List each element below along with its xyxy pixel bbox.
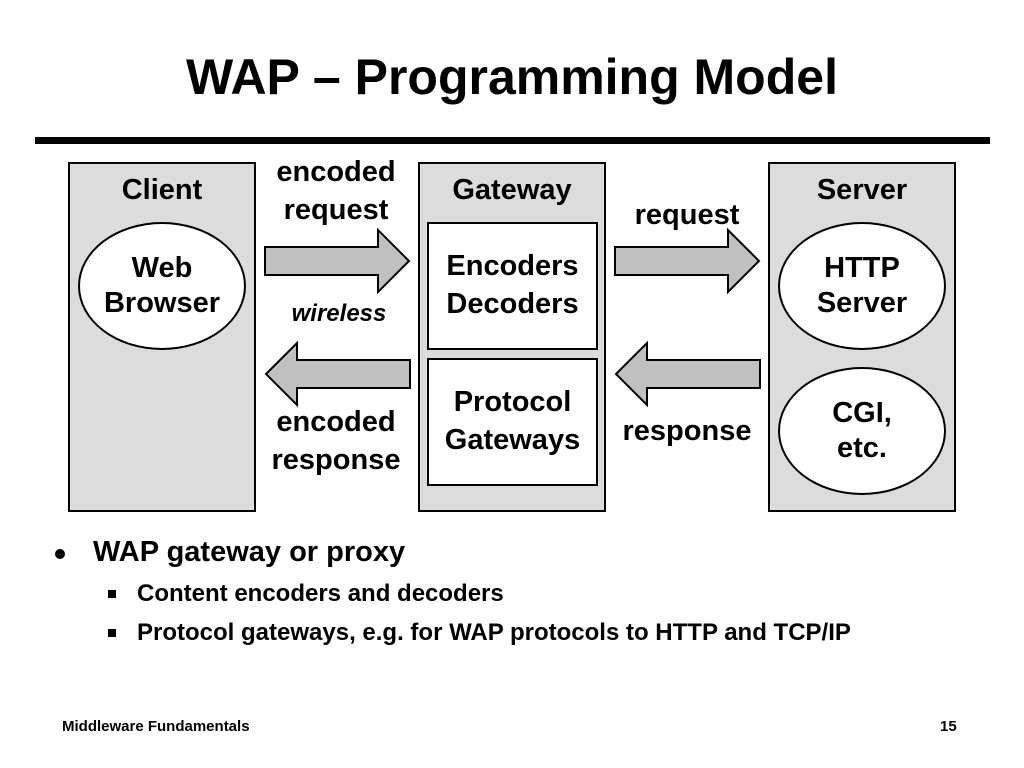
- request-arrow: [614, 227, 761, 295]
- gateway-title: Gateway: [452, 174, 572, 206]
- bullet-dot-icon: [55, 549, 65, 559]
- bullet-main-text: WAP gateway or proxy: [93, 536, 406, 568]
- encoded-request-label: encoded request: [250, 154, 422, 229]
- client-title: Client: [121, 174, 203, 206]
- protocol-line: Protocol: [453, 386, 572, 419]
- request-label: request: [634, 199, 740, 231]
- bullet-main: WAP gateway or proxy: [55, 535, 955, 570]
- bullet-square-icon: [108, 589, 116, 598]
- server-line: Server: [816, 287, 908, 319]
- wireless-label: wireless: [291, 300, 387, 327]
- bullet-sub-2: Protocol gateways, e.g. for WAP protocol…: [55, 617, 857, 648]
- response-arrow: [614, 340, 761, 408]
- response-label: response: [622, 415, 752, 447]
- encoded-response-arrow: [264, 340, 411, 408]
- encoded-response-label: encoded response: [250, 404, 422, 479]
- encoded-request-arrow: [264, 227, 411, 295]
- cgi-line: CGI,: [832, 396, 892, 429]
- encoded-response-line2: response: [271, 443, 401, 476]
- encoders-line: Encoders: [446, 250, 579, 283]
- decoders-line: Decoders: [446, 288, 579, 320]
- web-browser-node: Web Browser: [78, 222, 246, 350]
- server-title: Server: [816, 174, 908, 206]
- page-number: 15: [940, 718, 957, 735]
- http-line: HTTP: [824, 251, 900, 284]
- gateways-line: Gateways: [444, 424, 581, 456]
- etc-line: etc.: [837, 432, 887, 464]
- bullet-sub-1: Content encoders and decoders: [55, 578, 955, 609]
- bullet-square-icon: [108, 628, 116, 637]
- encoded-response-line1: encoded: [276, 406, 396, 438]
- http-server-node: HTTP Server: [778, 222, 946, 350]
- cgi-node: CGI, etc.: [778, 367, 946, 495]
- web-browser-line1: Web: [131, 251, 193, 284]
- slide-title: WAP – Programming Model: [186, 49, 838, 105]
- footer-title: Middleware Fundamentals: [62, 718, 250, 735]
- encoded-request-line1: encoded: [276, 156, 396, 188]
- bullet-list: WAP gateway or proxy Content encoders an…: [55, 535, 955, 648]
- encoded-request-line2: request: [283, 193, 389, 226]
- protocol-gateways-box: Protocol Gateways: [427, 358, 598, 486]
- encoders-decoders-box: Encoders Decoders: [427, 222, 598, 350]
- web-browser-line2: Browser: [103, 287, 221, 319]
- bullet-sub-2-text: Protocol gateways, e.g. for WAP protocol…: [137, 618, 851, 646]
- title-divider: [35, 137, 990, 144]
- bullet-sub-1-text: Content encoders and decoders: [137, 579, 504, 607]
